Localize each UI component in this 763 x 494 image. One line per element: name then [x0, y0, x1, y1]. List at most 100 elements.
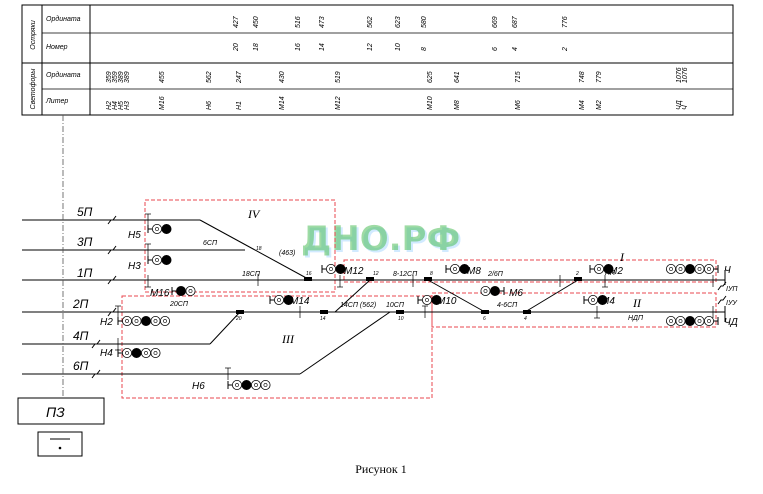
signal-m2-lamp-2 [603, 263, 614, 274]
switch-number-16: 16 [295, 43, 302, 51]
section-6sp: 6СП [203, 240, 218, 247]
signal-m4-lamp-2 [597, 294, 608, 305]
signal-n2-lamp-1-inner [125, 319, 129, 323]
switch-ordinate-8: 580 [421, 16, 428, 28]
signal-label-m16: М16 [150, 288, 170, 299]
signal-n2-lamp-2-inner [134, 319, 139, 323]
signal-m8 [445, 265, 450, 273]
signal-label-n4: Н4 [100, 348, 113, 359]
signal-n6-lamp-4-inner [263, 383, 268, 387]
switch-ordinate-4: 687 [512, 15, 519, 28]
switch-ordinate-6: 669 [492, 16, 499, 28]
signal-m14-lamp-1 [273, 294, 284, 305]
switch-ordinate-2: 776 [562, 16, 569, 28]
signal-ch-lamp-1-inner [707, 267, 711, 271]
signal-n3-lamp-2 [161, 254, 172, 265]
signal-ordinate-9: 519 [335, 71, 342, 83]
switch-ordinate-20: 427 [233, 15, 240, 28]
signal-n6-lamp-3 [250, 379, 261, 390]
signal-ordinate-15: 1076 [676, 67, 683, 83]
signal-ordinate-13: 748 [579, 71, 586, 83]
signal-m12-lamp-1-inner [329, 267, 333, 271]
signal-label-n5: Н5 [128, 230, 141, 241]
zone-i-label: I [619, 250, 625, 264]
signal-ch-lamp-4-inner [678, 267, 683, 271]
signal-ch-lamp-4 [675, 263, 686, 274]
signal-n4-lamp-2 [131, 347, 142, 358]
tracks [22, 213, 727, 380]
zone-iv-label: IV [247, 207, 261, 221]
signal-m4-lamp-1 [588, 294, 599, 305]
switch-label-14: 14 [320, 316, 326, 322]
signal-n3-lamp-1 [151, 254, 162, 265]
signal-m6-lamp-2 [480, 285, 491, 296]
signal-m8-lamp-2 [459, 263, 470, 274]
section-463: (463) [279, 250, 295, 257]
row-ordinate-1: Ордината [46, 15, 81, 23]
signal-chd-lamp-4 [675, 315, 686, 326]
signal-ordinate-11: 641 [454, 71, 461, 83]
signal-n5-lamp-1-inner [155, 227, 159, 231]
track-4p: 4П [73, 329, 89, 343]
signal-label-m2: М2 [609, 266, 623, 277]
signal-liter-4: Н3 [124, 101, 131, 110]
switch-ordinate-12: 562 [367, 16, 374, 28]
signal-n2-lamp-4-inner [153, 319, 158, 323]
signal-liter-2: Н4 [112, 101, 119, 110]
signal-n2-lamp-5 [159, 315, 170, 326]
signal-chd-lamp-1-inner [707, 319, 711, 323]
signal-ordinate-8: 430 [279, 71, 286, 83]
switch-label-4: 4 [524, 316, 527, 322]
signal-ch-lamp-5-inner [669, 267, 673, 271]
switch-number-6: 6 [492, 47, 499, 51]
signal-n4-lamp-3 [140, 347, 151, 358]
watermark-shadow: ДНО.РФ [303, 221, 462, 261]
signal-m14-lamp-2 [283, 294, 294, 305]
signal-m2-lamp-1-inner [597, 267, 601, 271]
signal-ordinate-16: 1076 [682, 67, 689, 83]
signal-label-n6: Н6 [192, 381, 205, 392]
switch-number-18: 18 [253, 43, 260, 51]
switch-number-14: 14 [319, 43, 326, 51]
signal-m10-lamp-1 [421, 294, 432, 305]
signal-label-n3: Н3 [128, 261, 141, 272]
signal-label-m14: М14 [290, 296, 310, 307]
post-symbol-box [37, 431, 83, 457]
signal-ordinate-5: 455 [159, 71, 166, 83]
signal-m12 [321, 265, 326, 273]
switch-number-10: 10 [395, 43, 402, 51]
signal-m8-lamp-1-inner [453, 267, 457, 271]
signal-liter-15: ЧД [676, 100, 683, 110]
signal-chd-lamp-2-inner [697, 319, 702, 323]
switch-label-2: 2 [575, 271, 579, 277]
row-liter: Литер [45, 98, 68, 105]
signal-m8-lamp-1 [449, 263, 460, 274]
signal-liter-11: М8 [454, 100, 461, 110]
signal-m6-lamp-1 [489, 285, 500, 296]
signal-chd-lamp-4-inner [678, 319, 683, 323]
exit-lower-label: IУУ [726, 300, 738, 307]
track-2p: 2П [72, 297, 89, 311]
section-ndp: НДП [628, 315, 644, 322]
signal-n5-lamp-1 [151, 223, 162, 234]
switch-ordinate-16: 516 [295, 16, 302, 28]
signal-label-n2: Н2 [100, 317, 113, 328]
section-2-6sp: 2/6П [487, 271, 504, 278]
signal-liter-16: Ч [682, 105, 689, 110]
signal-n5 [147, 225, 152, 233]
signal-label-chd: ЧД [724, 317, 738, 328]
switch-label-16: 16 [306, 271, 312, 277]
signal-label-m12: М12 [344, 266, 364, 277]
signal-ch [714, 265, 719, 273]
signal-liter-12: М6 [515, 100, 522, 110]
section-4-6sp: 4-6СП [497, 302, 518, 309]
signal-n6 [227, 381, 232, 389]
signal-liter-3: Н5 [118, 101, 125, 110]
signal-ch-lamp-5 [666, 263, 677, 274]
signal-m14 [269, 296, 274, 304]
switch-label-20: 20 [235, 316, 242, 322]
group-switches-label: Остряки [30, 20, 37, 50]
signal-liter-5: М16 [159, 96, 166, 110]
section-18sp: 18СП [242, 271, 261, 278]
section-20sp: 20СП [169, 301, 189, 308]
